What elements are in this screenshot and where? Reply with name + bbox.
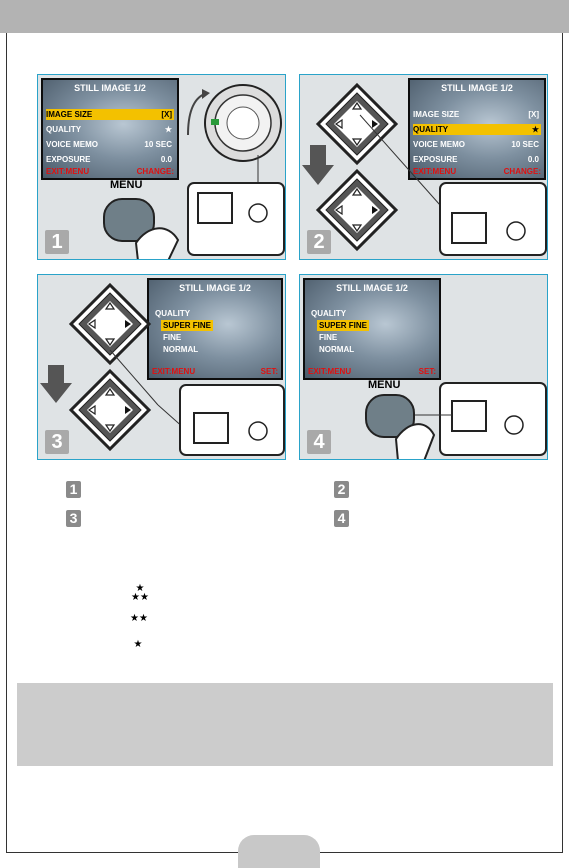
row-label: IMAGE SIZE bbox=[46, 110, 93, 119]
step-number: 2 bbox=[307, 230, 331, 254]
option-fine: FINE bbox=[163, 333, 182, 342]
step-number: 4 bbox=[307, 430, 331, 454]
exit-hint: EXIT:MENU bbox=[46, 167, 90, 176]
row-label: QUALITY bbox=[413, 125, 449, 134]
page-number-tab bbox=[238, 835, 320, 868]
menu-button-label: MENU bbox=[368, 379, 401, 391]
row-value: 10 SEC bbox=[144, 140, 172, 149]
lcd-screen: STILL IMAGE 1/2 IMAGE SIZE [X] QUALITY ★ V… bbox=[41, 78, 179, 180]
exit-hint: EXIT:MENU bbox=[152, 367, 196, 376]
lcd-screen: STILL IMAGE 1/2 IMAGE SIZE [X] QUALITY ★ V… bbox=[408, 78, 546, 180]
menu-row-image-size: IMAGE SIZE [X] bbox=[46, 109, 174, 120]
finger-icon bbox=[394, 423, 436, 459]
step-1-illustration bbox=[103, 84, 285, 259]
menu-row-voice-memo: VOICE MEMO 10 SEC bbox=[46, 139, 174, 150]
menu-row-quality: QUALITY ★ bbox=[46, 124, 174, 135]
row-value: 0.0 bbox=[527, 155, 539, 164]
fine-stars-icon: ★★ bbox=[130, 613, 148, 624]
row-label: IMAGE SIZE bbox=[413, 110, 460, 119]
super-fine-stars-icon: ★★★ bbox=[131, 583, 149, 603]
exit-hint: EXIT:MENU bbox=[413, 167, 457, 176]
action-hint: SET: bbox=[260, 367, 278, 376]
lcd-footer: EXIT:MENU SET: bbox=[152, 367, 278, 376]
step-3-illustration bbox=[40, 282, 285, 456]
row-label: EXPOSURE bbox=[46, 155, 91, 164]
lcd-footer: EXIT:MENU CHANGE: bbox=[46, 167, 174, 176]
menu-row-image-size: IMAGE SIZE [X] bbox=[413, 109, 541, 120]
arrow-head-icon bbox=[202, 89, 210, 99]
step-2-panel: STILL IMAGE 1/2 IMAGE SIZE [X] QUALITY ★ V… bbox=[299, 74, 548, 260]
row-label: VOICE MEMO bbox=[46, 140, 99, 149]
option-normal: NORMAL bbox=[319, 345, 355, 354]
lcd-footer: EXIT:MENU CHANGE: bbox=[413, 167, 541, 176]
legend-step-4: 4 bbox=[334, 510, 349, 527]
row-value: 10 SEC bbox=[511, 140, 539, 149]
option-super-fine: SUPER FINE bbox=[161, 320, 214, 331]
header-bar bbox=[0, 0, 569, 33]
legend-step-2: 2 bbox=[334, 481, 349, 498]
step-3-panel: STILL IMAGE 1/2 QUALITY SUPER FINE FINE … bbox=[37, 274, 286, 460]
row-label: QUALITY bbox=[46, 125, 82, 134]
option-fine: FINE bbox=[319, 333, 338, 342]
lcd-title: STILL IMAGE 1/2 bbox=[74, 83, 146, 93]
dolphin-image bbox=[43, 80, 177, 178]
menu-button-icon bbox=[365, 394, 415, 438]
step-4-illustration bbox=[365, 382, 547, 459]
step-number: 1 bbox=[45, 230, 69, 254]
step-1-panel: STILL IMAGE 1/2 IMAGE SIZE [X] QUALITY ★ V… bbox=[37, 74, 286, 260]
action-hint: CHANGE: bbox=[136, 167, 174, 176]
step-2-illustration bbox=[302, 82, 547, 256]
menu-row-voice-memo: VOICE MEMO 10 SEC bbox=[413, 139, 541, 150]
lcd-title: STILL IMAGE 1/2 bbox=[179, 283, 251, 293]
lcd-title: STILL IMAGE 1/2 bbox=[336, 283, 408, 293]
row-value: ★ bbox=[164, 125, 172, 134]
row-value: [X] bbox=[528, 110, 539, 119]
quality-heading: QUALITY bbox=[155, 309, 191, 318]
lcd-screen: STILL IMAGE 1/2 QUALITY SUPER FINE FINE … bbox=[303, 278, 441, 380]
option-normal: NORMAL bbox=[163, 345, 199, 354]
row-value: [X] bbox=[161, 110, 172, 119]
down-arrow-icon bbox=[302, 145, 334, 185]
finger-icon bbox=[134, 227, 180, 259]
menu-button-icon bbox=[103, 198, 155, 242]
down-arrow-icon bbox=[40, 365, 72, 403]
menu-row-exposure: EXPOSURE 0.0 bbox=[413, 154, 541, 165]
row-value: ★ bbox=[531, 125, 539, 134]
quality-heading: QUALITY bbox=[311, 309, 347, 318]
exit-hint: EXIT:MENU bbox=[308, 367, 352, 376]
note-box bbox=[17, 683, 553, 766]
action-hint: SET: bbox=[418, 367, 436, 376]
option-super-fine: SUPER FINE bbox=[317, 320, 370, 331]
action-hint: CHANGE: bbox=[503, 167, 541, 176]
menu-button-label: MENU bbox=[110, 179, 143, 191]
step-number: 3 bbox=[45, 430, 69, 454]
lcd-title: STILL IMAGE 1/2 bbox=[441, 83, 513, 93]
menu-row-exposure: EXPOSURE 0.0 bbox=[46, 154, 174, 165]
lcd-screen: STILL IMAGE 1/2 QUALITY SUPER FINE FINE … bbox=[147, 278, 283, 380]
menu-row-quality: QUALITY ★ bbox=[413, 124, 541, 135]
row-value: 0.0 bbox=[160, 155, 172, 164]
step-4-panel: STILL IMAGE 1/2 QUALITY SUPER FINE FINE … bbox=[299, 274, 548, 460]
normal-star-icon: ★ bbox=[133, 639, 143, 650]
legend-step-1: 1 bbox=[66, 481, 81, 498]
row-label: VOICE MEMO bbox=[413, 140, 466, 149]
legend-step-3: 3 bbox=[66, 510, 81, 527]
row-label: EXPOSURE bbox=[413, 155, 458, 164]
lcd-footer: EXIT:MENU SET: bbox=[308, 367, 436, 376]
